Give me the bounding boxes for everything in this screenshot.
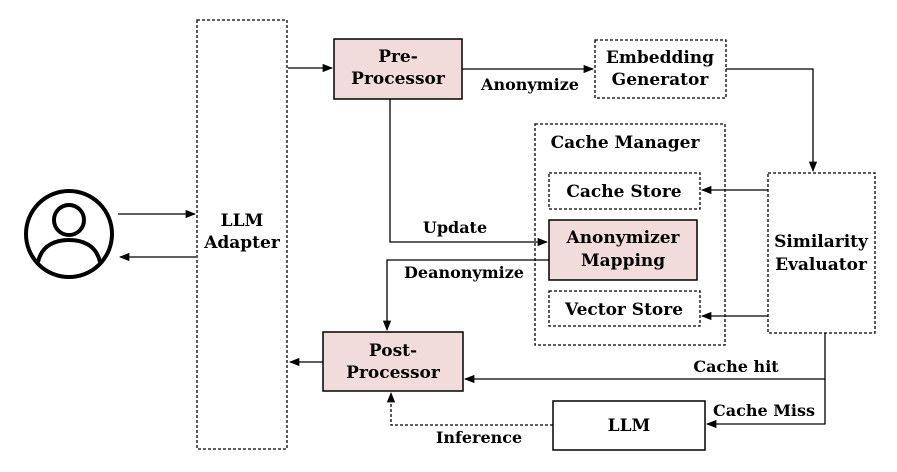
embedding-generator-box [594,39,727,99]
cache-manager-title: Cache Manager [551,133,701,153]
cache-hit-label: Cache hit [693,357,779,376]
edge-embedding-to-similarity [726,68,818,173]
anonymizer-mapping-label-1: Anonymizer [566,228,681,248]
deanonymize-label: Deanonymize [404,263,524,282]
cache-store-label: Cache Store [566,182,681,202]
similarity-evaluator-label-1: Similarity [774,232,869,252]
edge-inference [386,391,553,426]
user-avatar-icon [24,189,114,279]
cache-store-box [548,172,701,210]
edge-deanonymize [382,259,549,332]
anonymizer-mapping-box [548,219,698,281]
edge-update [389,99,549,247]
post-processor-box [322,331,464,392]
llm-adapter-label-2: Adapter [203,233,281,253]
pre-processor-label-1: Pre- [378,47,418,67]
post-processor-label-1: Post- [369,341,417,361]
edge-cache-miss [705,379,826,429]
post-processor-label-2: Processor [346,363,441,383]
embedding-generator-label-1: Embedding [606,48,714,68]
inference-label: Inference [436,428,522,447]
llm-adapter-box [196,19,288,450]
anonymize-label: Anonymize [480,75,579,94]
cache-miss-label: Cache Miss [713,401,815,420]
embedding-generator-label-2: Generator [612,70,710,90]
llm-label: LLM [608,416,651,436]
pre-processor-label-2: Processor [351,69,446,89]
anonymizer-mapping-label-2: Mapping [581,251,665,271]
llm-box [552,400,706,451]
vector-store-box [548,290,701,327]
update-label: Update [423,218,487,237]
similarity-evaluator-label-2: Evaluator [775,255,868,275]
vector-store-label: Vector Store [564,300,683,320]
similarity-evaluator-box [767,172,876,334]
llm-adapter-label-1: LLM [221,211,264,231]
